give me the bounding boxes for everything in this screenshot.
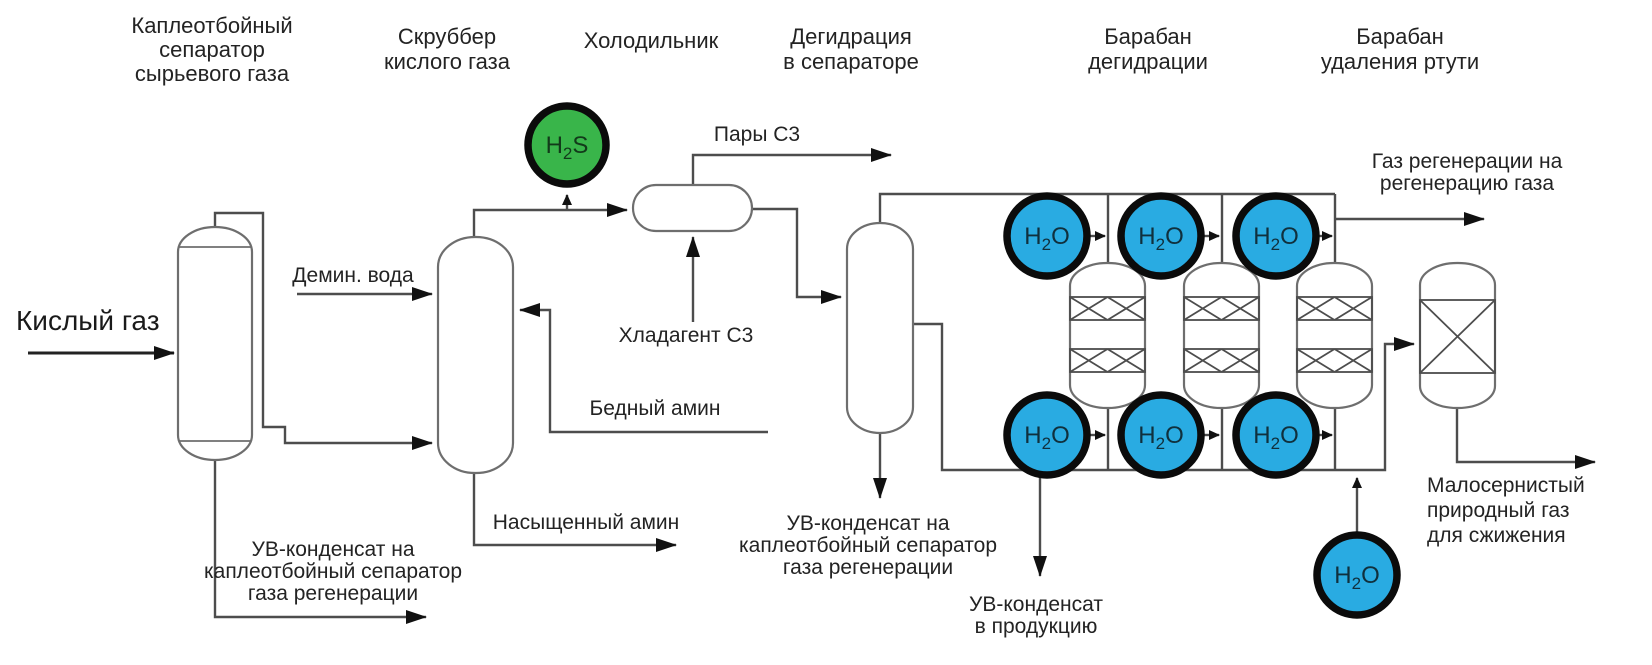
pipe-knockout-overhead: [213, 211, 433, 450]
h2o-label: H2O: [1138, 422, 1183, 453]
label-acid-gas: Кислый газ: [16, 305, 160, 336]
h2o-tag-top-2: H2O: [1117, 192, 1205, 280]
pipe-separator-overhead-manifold: [878, 192, 1335, 225]
label-c3-vapors: Пары C3: [714, 123, 800, 146]
h2o-circle: [1003, 192, 1091, 280]
h2o-label: H2O: [1253, 422, 1298, 453]
pipe-cooler-outlet: [751, 207, 842, 304]
dehydration-drum-3: [1295, 261, 1374, 410]
pipes: [28, 148, 1596, 624]
mercury-removal-drum-vessel: [1418, 261, 1497, 410]
h2s-tag: H2S: [524, 102, 610, 188]
label-c3-refrigerant: Хладагент C3: [619, 324, 754, 347]
h2o-label: H2O: [1024, 223, 1069, 254]
h2o-circle: [1003, 391, 1091, 479]
stream-labels: Кислый газ Демин. вода Пары C3 Хладагент…: [16, 123, 1585, 638]
h2o-tag-top-1: H2O: [1003, 192, 1091, 280]
pipe-knockout-bottoms: [213, 458, 427, 624]
h2o-circle: [1313, 531, 1401, 619]
h2o-circle: [1117, 391, 1205, 479]
h2o-label: H2O: [1253, 223, 1298, 254]
h2o-circle: [1232, 192, 1320, 280]
pipe-rich-amine: [472, 474, 677, 552]
pipe-scrubber-overhead: [472, 203, 628, 239]
tag-circles: H2S H2O H2O H2O H2O H2O H2O H2O: [524, 102, 1401, 619]
h2o-tag-bottom-1: H2O: [1003, 391, 1091, 479]
dehydration-drum-2: [1182, 261, 1261, 410]
h2o-tag-bottom-3: H2O: [1232, 391, 1320, 479]
h2o-tag-top-3: H2O: [1232, 192, 1320, 280]
cooler-vessel: [631, 183, 754, 233]
h2o-label: H2O: [1334, 562, 1379, 593]
vessels: [176, 183, 1497, 475]
label-rich-amine: Насыщенный амин: [493, 511, 679, 534]
pipe-lean-amine: [519, 303, 768, 434]
h2o-circle: [1232, 391, 1320, 479]
dehydration-separator-vessel: [845, 221, 915, 435]
h2o-label: H2O: [1138, 223, 1183, 254]
h2o-label: H2O: [1024, 422, 1069, 453]
pipe-product-gas: [1455, 407, 1596, 469]
label-demin-water: Демин. вода: [292, 264, 414, 287]
dehydration-drum-1: [1068, 261, 1147, 410]
h2o-tag-bottom-2: H2O: [1117, 391, 1205, 479]
h2s-circle: [524, 102, 610, 188]
h2o-tag-mercury: H2O: [1313, 531, 1401, 619]
knockout-separator-vessel: [176, 225, 254, 462]
h2o-circle: [1117, 192, 1205, 280]
pipe-c3-vapors: [691, 148, 892, 187]
label-lean-amine: Бедный амин: [590, 397, 721, 420]
label-cooler: Холодильник: [584, 28, 719, 53]
h2s-label: H2S: [546, 132, 589, 163]
acid-gas-scrubber-vessel: [436, 235, 515, 475]
